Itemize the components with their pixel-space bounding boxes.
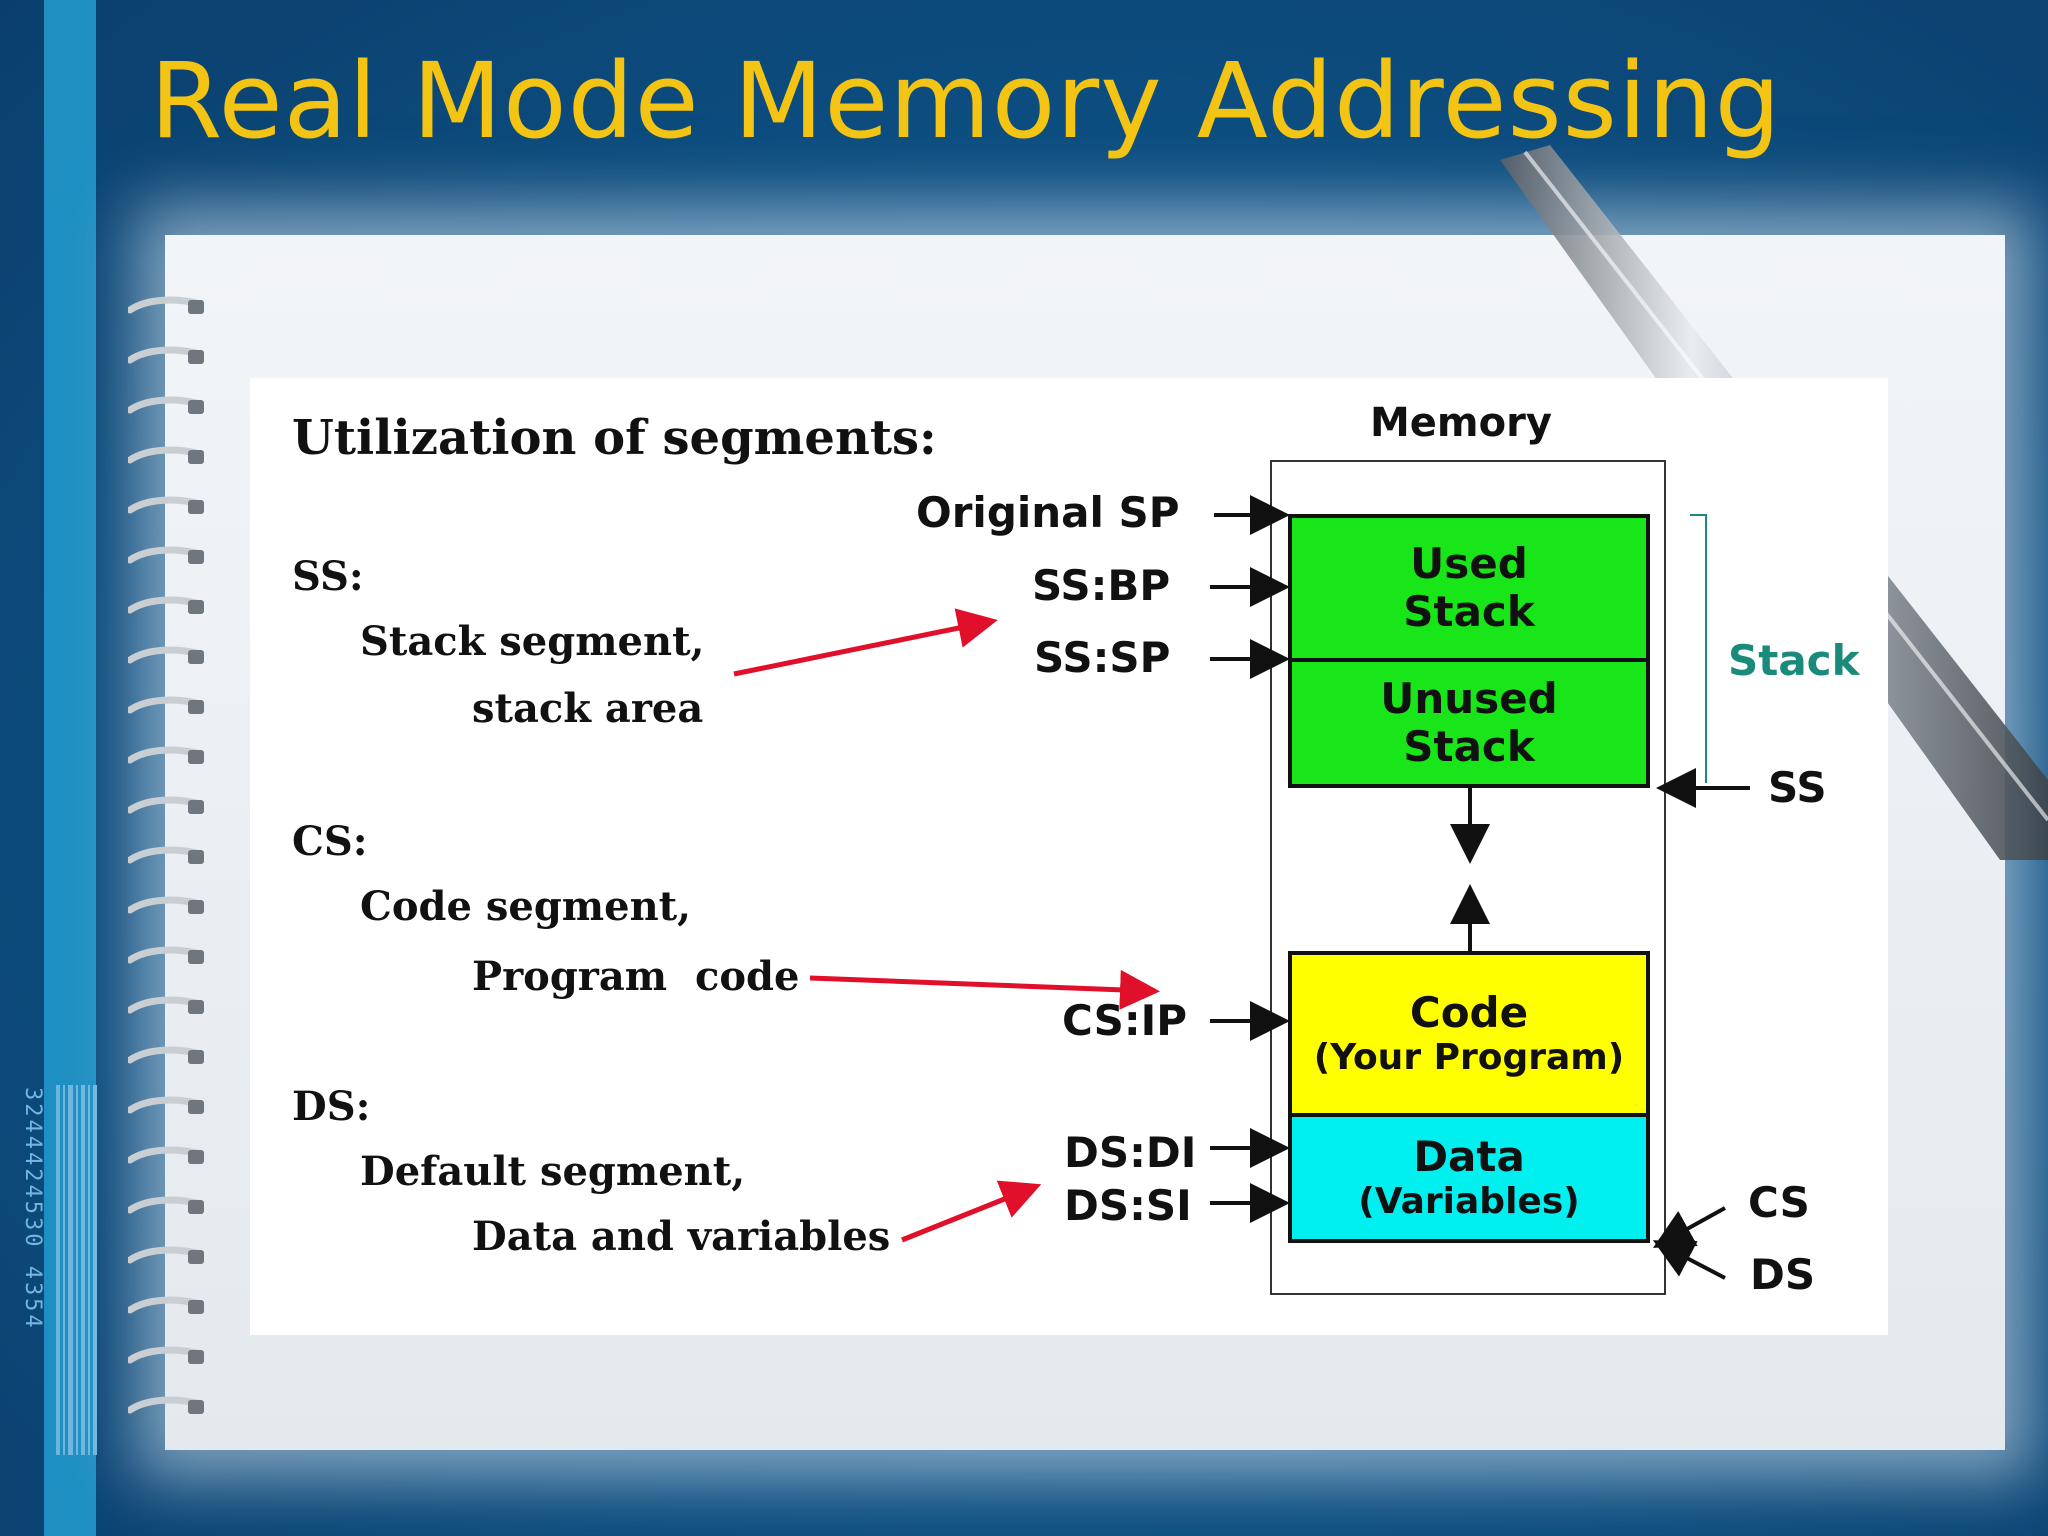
spiral-hole — [188, 950, 204, 964]
pointer-ss-sp: SS:SP — [1034, 633, 1171, 682]
red-arrow-data — [901, 1180, 1042, 1243]
segment-diagram: Utilization of segments: SS: Stack segme… — [250, 378, 1888, 1335]
ds-desc-line2: Data and variables — [472, 1213, 891, 1260]
spiral-hole — [188, 500, 204, 514]
spiral-hole — [188, 600, 204, 614]
used-stack-line1: Used — [1410, 538, 1528, 588]
spiral-hole — [188, 350, 204, 364]
spiral-hole — [188, 1100, 204, 1114]
ds-register-label: DS — [1750, 1250, 1816, 1299]
data-line2: (Variables) — [1358, 1181, 1580, 1223]
unused-stack-block: Unused Stack — [1288, 658, 1650, 788]
cs-desc-line2: Program code — [472, 953, 800, 1000]
arrow-cs-base — [1653, 1206, 1726, 1248]
barcode-digits: 3244424530 4354 — [20, 1087, 45, 1331]
used-stack-line2: Stack — [1403, 587, 1535, 636]
spiral-hole — [188, 700, 204, 714]
spiral-hole — [188, 550, 204, 564]
spiral-hole — [188, 1350, 204, 1364]
red-arrow-code — [809, 969, 1160, 1010]
cs-label: CS: — [292, 818, 368, 865]
notebook-spiral — [128, 296, 204, 1414]
spiral-hole — [188, 1050, 204, 1064]
diagram-heading: Utilization of segments: — [292, 410, 937, 466]
code-line2: (Your Program) — [1313, 1037, 1625, 1079]
code-line1: Code — [1409, 988, 1529, 1038]
spiral-hole — [188, 900, 204, 914]
ss-label: SS: — [292, 553, 364, 600]
pointer-ds-si: DS:SI — [1064, 1181, 1192, 1230]
spiral-hole — [188, 1250, 204, 1264]
spiral-hole — [188, 1000, 204, 1014]
ss-desc-line2: stack area — [472, 685, 704, 732]
spiral-hole — [188, 450, 204, 464]
pointer-ss-bp: SS:BP — [1032, 561, 1171, 610]
spiral-hole — [188, 1200, 204, 1214]
ss-desc-line1: Stack segment, — [360, 618, 705, 665]
cs-register-label: CS — [1748, 1178, 1810, 1227]
unused-stack-line1: Unused — [1380, 673, 1558, 723]
spiral-hole — [188, 650, 204, 664]
spiral-hole — [188, 1150, 204, 1164]
ds-desc-line1: Default segment, — [360, 1148, 746, 1195]
spiral-hole — [188, 750, 204, 764]
barcode-graphic: 3244424530 4354 — [20, 1085, 97, 1455]
ss-register-label: SS — [1768, 763, 1827, 812]
red-arrow-stack — [733, 608, 998, 677]
memory-frame — [1270, 460, 1666, 1295]
used-stack-block: Used Stack — [1288, 514, 1650, 662]
spiral-hole — [188, 850, 204, 864]
spiral-hole — [188, 800, 204, 814]
pointer-original-sp: Original SP — [916, 488, 1180, 537]
cs-desc-line1: Code segment, — [360, 883, 692, 930]
ds-label: DS: — [292, 1083, 371, 1130]
arrow-ds-base — [1652, 1240, 1726, 1280]
data-line1: Data — [1413, 1132, 1525, 1182]
stack-label: Stack — [1728, 636, 1860, 685]
spiral-hole — [188, 400, 204, 414]
stack-bracket — [1690, 514, 1707, 783]
spiral-hole — [188, 1400, 204, 1414]
spiral-hole — [188, 1300, 204, 1314]
pointer-ds-di: DS:DI — [1064, 1128, 1197, 1177]
spiral-hole — [188, 300, 204, 314]
memory-title: Memory — [1370, 400, 1552, 446]
unused-stack-line2: Stack — [1403, 722, 1535, 771]
pointer-cs-ip: CS:IP — [1062, 996, 1188, 1045]
data-block: Data (Variables) — [1288, 1113, 1650, 1243]
slide-title: Real Mode Memory Addressing — [150, 40, 1782, 162]
code-block: Code (Your Program) — [1288, 951, 1650, 1117]
